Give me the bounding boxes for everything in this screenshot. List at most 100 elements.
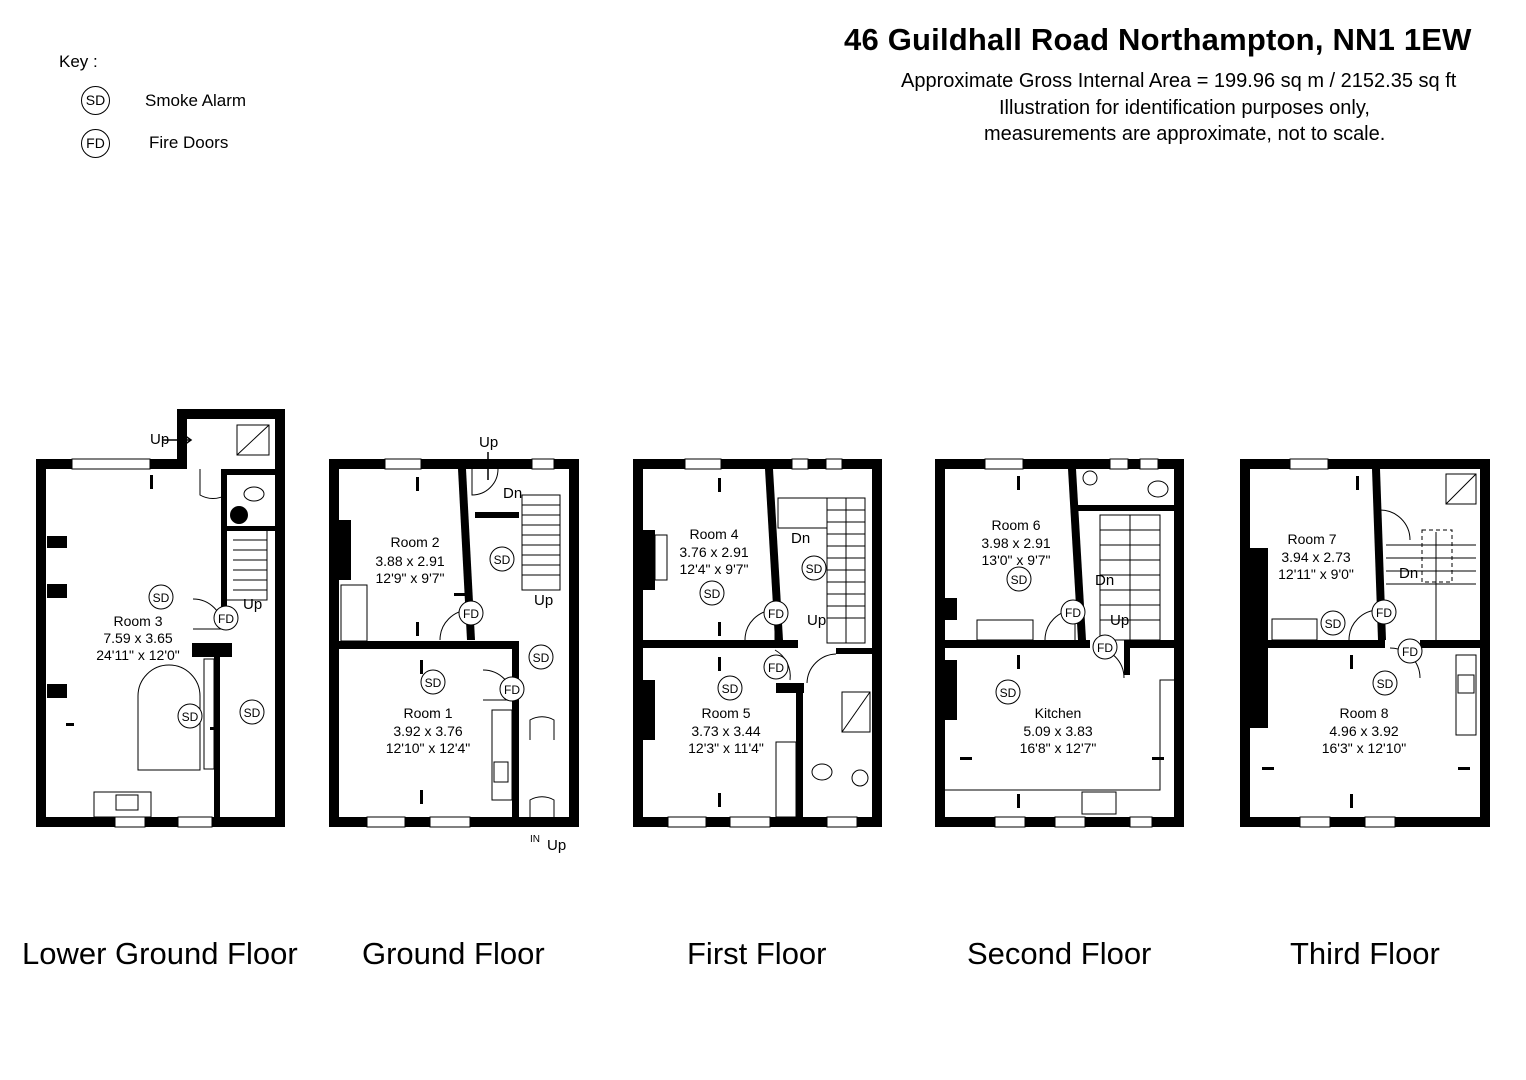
- page-title: 46 Guildhall Road Northampton, NN1 1EW: [844, 22, 1472, 57]
- sf-sd-2: SD: [1000, 686, 1017, 700]
- lgf-sd-2: SD: [182, 710, 199, 724]
- gf-chimney-1: [339, 520, 351, 580]
- ff-angled-wall: [765, 469, 783, 640]
- lgf-wc-wall: [221, 469, 275, 475]
- tf-cross-wall-2: [1420, 640, 1480, 648]
- ff-smoke-alarm-3-icon: [717, 675, 743, 701]
- sf-cross-wall-2: [1124, 640, 1174, 648]
- lgf-smoke-alarm-2-icon: [177, 703, 203, 729]
- tf-window-top: [1289, 458, 1329, 470]
- gf-sink-icon: [493, 761, 509, 783]
- sf-smoke-alarm-2-icon: [995, 679, 1021, 705]
- tf-sink-icon: [1457, 674, 1475, 694]
- lgf-partition: [221, 469, 227, 629]
- lgf-fd-1: FD: [218, 612, 234, 626]
- gf-window-bottom-2: [429, 816, 471, 828]
- gf-in-label: IN: [530, 834, 540, 845]
- lgf-door-swing: [199, 469, 227, 499]
- sf-sd-1: SD: [1011, 573, 1028, 587]
- tf-fd-2: FD: [1402, 645, 1418, 659]
- sf-cross-wall: [945, 640, 1090, 648]
- ff-window-bottom-3: [826, 816, 858, 828]
- gf-entrance-door: [529, 796, 555, 817]
- first-floor-plan: Dn Up Room 4 3.76 x 2.91 12'4" x 9'7" Ro…: [633, 458, 882, 828]
- kitchen-metric: 5.09 x 3.83: [1023, 723, 1092, 739]
- gf-sd-1: SD: [494, 553, 511, 567]
- gf-stairs-box: [521, 494, 561, 591]
- lgf-chimney-breast-3: [47, 684, 67, 698]
- ff-sd-2: SD: [806, 562, 823, 576]
- wall-ticks: [66, 475, 1470, 808]
- room8-name: Room 8: [1339, 705, 1388, 721]
- ff-basin-icon: [851, 769, 869, 787]
- tf-hatch: [1421, 529, 1453, 583]
- ff-bath-wall: [796, 683, 803, 817]
- sf-window-bottom-1: [994, 816, 1026, 828]
- floor-label-third: Third Floor: [1290, 936, 1440, 971]
- ff-smoke-alarm-2-icon: [801, 555, 827, 581]
- lgf-bath-outline: [137, 664, 201, 771]
- sf-window-top-2: [1109, 458, 1129, 470]
- lgf-stub-wall: [192, 643, 232, 657]
- ff-fire-door-2-icon: [763, 654, 789, 680]
- gf-angled-wall: [458, 469, 475, 640]
- second-floor-plan: Dn Up Room 6 3.98 x 2.91 13'0" x 9'7" Ki…: [935, 458, 1184, 828]
- floor-label-second: Second Floor: [967, 936, 1152, 971]
- ff-cross-wall: [643, 640, 798, 648]
- room1-metric: 3.92 x 3.76: [393, 723, 462, 739]
- lower-ground-floor-plan: Up Up Room 3 7.59 x 3.65 24'11" x 12'0" …: [36, 409, 285, 828]
- lgf-smoke-alarm-1-icon: [148, 584, 174, 610]
- lgf-smoke-alarm-3-icon: [239, 699, 265, 725]
- lgf-up-label-1: Up: [150, 431, 169, 448]
- kitchen-imperial: 16'8" x 12'7": [1020, 740, 1097, 756]
- gf-fire-door-2-icon: [499, 676, 525, 702]
- sf-window-top-3: [1139, 458, 1159, 470]
- sf-basin-icon: [1082, 470, 1098, 486]
- sf-window-bottom-3: [1129, 816, 1153, 828]
- gf-sd-2: SD: [533, 651, 550, 665]
- ff-dn-label: Dn: [791, 530, 810, 547]
- ff-stairs: [827, 498, 865, 643]
- gf-stairs: [522, 504, 560, 576]
- tf-fire-door-2-icon: [1397, 638, 1423, 664]
- tf-fire-door-1-icon: [1371, 599, 1397, 625]
- gf-sd-3: SD: [425, 676, 442, 690]
- floor-label-ground: Ground Floor: [362, 936, 545, 971]
- gf-smoke-alarm-1-icon: [489, 546, 515, 572]
- sf-sink-icon: [1081, 791, 1117, 815]
- ff-bath-door-swing: [806, 653, 837, 684]
- floor-label-lower-ground: Lower Ground Floor: [22, 936, 298, 971]
- tf-dn-label: Dn: [1399, 565, 1418, 582]
- tf-chimney: [1250, 548, 1268, 728]
- gf-window-top-2: [531, 458, 555, 470]
- gf-dn-label: Dn: [503, 485, 522, 502]
- fire-door-key-icon: FD: [81, 129, 110, 158]
- ff-up-label: Up: [807, 612, 826, 629]
- ff-toilet-icon: [811, 763, 833, 781]
- fire-door-key-label: Fire Doors: [149, 133, 229, 152]
- floor-label-first: First Floor: [687, 936, 827, 971]
- tf-angled-wall: [1372, 469, 1386, 640]
- lgf-chimney-breast-2: [47, 584, 67, 598]
- kitchen-name: Kitchen: [1035, 705, 1082, 721]
- ff-chimney-2: [643, 680, 655, 740]
- room4-name: Room 4: [689, 526, 738, 542]
- room4-imperial: 12'4" x 9'7": [680, 561, 749, 577]
- ff-fd-2: FD: [768, 661, 784, 675]
- sf-up-label: Up: [1110, 612, 1129, 629]
- sf-dn-label: Dn: [1095, 572, 1114, 589]
- tf-cross-wall: [1250, 640, 1385, 648]
- smoke-alarm-key-icon: SD: [81, 86, 110, 115]
- sf-fire-door-1-icon: [1060, 599, 1086, 625]
- gf-up-label-2: Up: [534, 592, 553, 609]
- tf-bath-door-swing: [1379, 509, 1411, 541]
- ff-fireplace: [654, 534, 668, 581]
- tf-smoke-alarm-1-icon: [1320, 610, 1346, 636]
- sf-smoke-alarm-1-icon: [1006, 566, 1032, 592]
- lgf-wc-wall-low: [227, 526, 275, 531]
- lgf-sink-icon: [115, 794, 139, 811]
- sf-fire-door-2-icon: [1092, 634, 1118, 660]
- sf-kitchen-counter: [945, 679, 1174, 791]
- ff-fd-1: FD: [768, 607, 784, 621]
